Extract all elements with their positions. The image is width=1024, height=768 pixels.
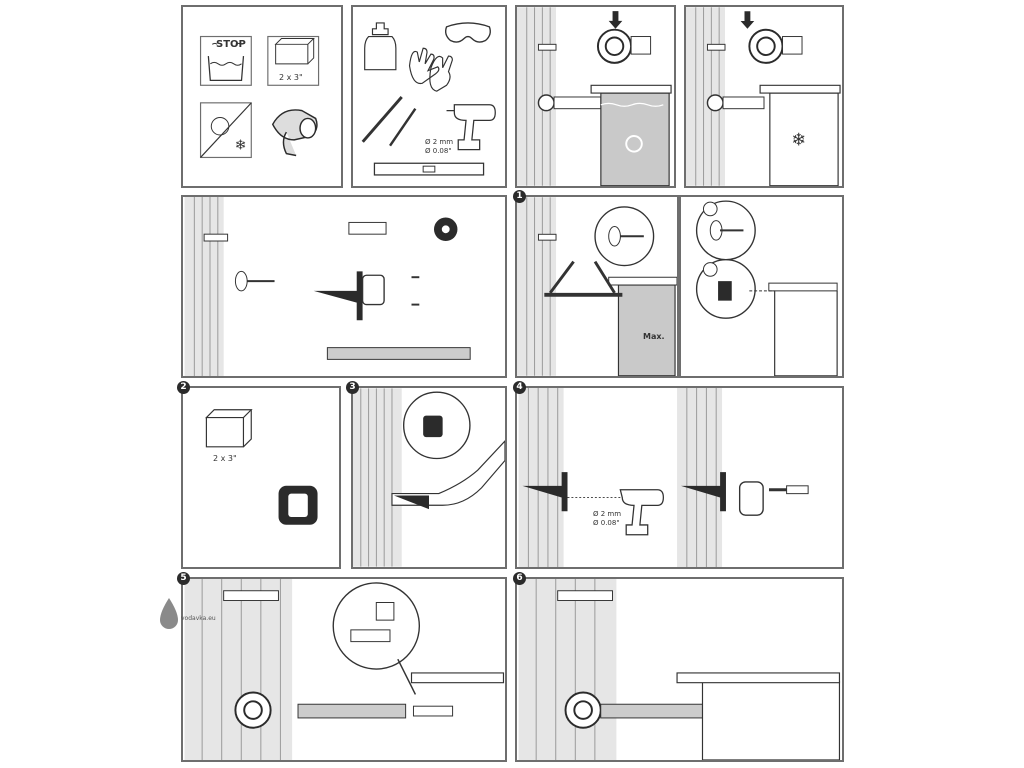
diverter-dial-icon (596, 28, 633, 64)
gloves-icon (408, 47, 453, 92)
arrow-down-icon (608, 11, 623, 29)
requirements-illustration: ❄ (199, 35, 320, 159)
panel-summer-mode (515, 5, 676, 188)
panel-parts (181, 195, 507, 378)
diverter-dial-icon (748, 28, 784, 64)
step-6-illustration (518, 579, 841, 760)
panel-tools: Ø 2 mm Ø 0.08" (351, 5, 507, 188)
watermark-text: vodavka.eu (181, 615, 216, 622)
arrow-down-icon (740, 11, 755, 29)
drill-size-mm: Ø 2 mm (593, 510, 622, 518)
step-1-illustration (517, 197, 677, 376)
hose-part-icon (600, 703, 709, 719)
svg-text:❄: ❄ (235, 138, 246, 154)
snowflake-icon: ❄ (791, 131, 806, 151)
pencil-icon (389, 107, 417, 147)
dimension-label: 2 x 3" (279, 73, 303, 82)
tools-illustration (361, 22, 496, 176)
hose-part-icon (326, 347, 471, 360)
panel-step-1b (679, 195, 844, 378)
water-drop-logo-icon (160, 598, 178, 629)
drill-size-in: Ø 0.08" (593, 519, 620, 527)
panel-step-6 (515, 577, 844, 762)
drill-size-mm: Ø 2 mm (425, 138, 454, 146)
step-marker-6: 6 (513, 572, 526, 585)
step-5-illustration (184, 579, 505, 760)
hand-icon (391, 440, 505, 506)
panel-step-4: Ø 2 mm Ø 0.08" (515, 386, 844, 569)
parts-illustration (184, 197, 471, 376)
drill-size-in: Ø 0.08" (425, 147, 452, 155)
hose-part-icon (297, 703, 407, 719)
step-marker-5: 5 (177, 572, 190, 585)
screwdriver-icon (361, 96, 403, 143)
connector-part-icon (348, 221, 387, 235)
drill-icon (446, 104, 496, 151)
sun-icon (625, 135, 643, 153)
panel-step-5 (181, 577, 507, 762)
step-marker-3: 3 (346, 381, 359, 394)
sun-icon (210, 116, 230, 136)
panel-winter-mode: ❄ (684, 5, 844, 188)
diverter-dial-icon (234, 691, 272, 729)
panel-step-1: Max. (515, 195, 679, 378)
dimension-label: 2 x 3" (213, 454, 237, 463)
panel-step-2: 2 x 3" (181, 386, 341, 569)
panel-step-3 (351, 386, 507, 569)
goggles-icon (445, 22, 491, 43)
summer-mode-illustration (517, 7, 672, 186)
step-1b-illustration (695, 200, 838, 376)
step-4-illustration (518, 388, 809, 567)
step-marker-2: 2 (177, 381, 190, 394)
step-marker-4: 4 (513, 381, 526, 394)
diverter-dial-icon (564, 691, 602, 729)
diverter-body-icon (313, 271, 363, 321)
step-marker-1: 1 (513, 190, 526, 203)
stop-label: STOP (216, 39, 246, 50)
winter-mode-illustration: ❄ (686, 7, 841, 186)
soap-bottle-icon (364, 22, 397, 71)
panel-requirements: ❄ STOP 2 x 3" (181, 5, 343, 188)
drill-icon (619, 489, 664, 536)
spirit-level-icon (373, 162, 485, 176)
step-2-illustration (204, 409, 318, 525)
step-3-illustration (353, 388, 505, 567)
max-label: Max. (643, 332, 665, 341)
